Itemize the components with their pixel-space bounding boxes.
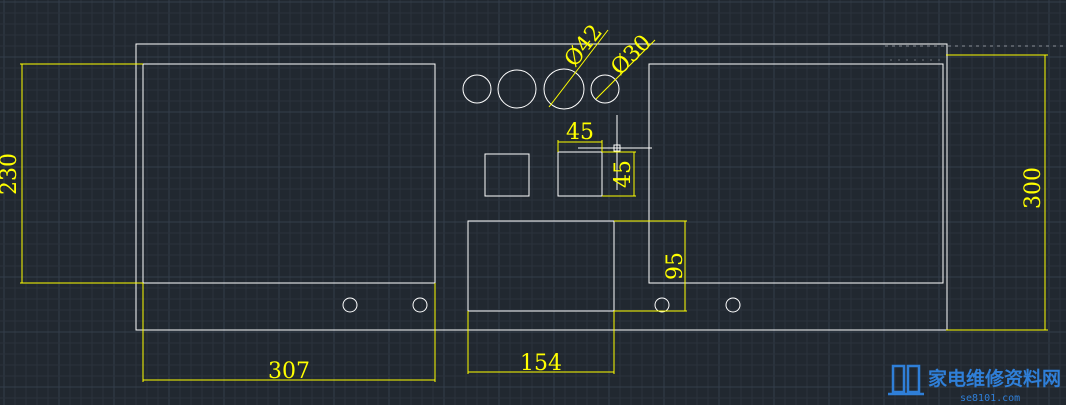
hole-circle-4	[590, 74, 620, 104]
watermark-logo-icon	[888, 364, 924, 396]
dim-text-45-horizontal: 45	[566, 120, 594, 145]
mount-hole-3	[654, 297, 670, 313]
dim-text-300: 300	[1021, 167, 1046, 209]
watermark-title: 家电维修资料网	[928, 367, 1061, 390]
diameter-leader-small	[595, 39, 656, 100]
cursor-pickbox	[613, 144, 621, 152]
mount-hole-2	[412, 297, 428, 313]
small-square-right	[557, 151, 603, 197]
dimension-text-group: 230 300 307 154 95 45 45 Ø42 Ø30	[0, 20, 1046, 384]
bottom-center-box	[467, 220, 615, 312]
left-panel-outline	[142, 63, 436, 284]
watermark-url: se8101.com	[960, 393, 1020, 404]
mount-hole-4	[725, 297, 741, 313]
hole-circle-3	[543, 68, 585, 110]
dim-text-230: 230	[0, 153, 22, 195]
hole-circle-2	[497, 69, 537, 109]
dim-text-154: 154	[520, 351, 562, 376]
mount-hole-1	[342, 297, 358, 313]
dimension-lines-group	[20, 29, 1048, 382]
watermark-logo: 家电维修资料网 se8101.com	[888, 364, 1061, 404]
hole-circle-1	[462, 74, 492, 104]
part-outline-group	[135, 43, 1066, 331]
dim-text-45-vertical: 45	[611, 160, 636, 188]
dim-text-307: 307	[268, 359, 310, 384]
outer-board-outline	[135, 43, 948, 331]
small-square-left	[484, 153, 530, 197]
dim-text-95: 95	[663, 252, 688, 280]
right-panel-outline	[648, 63, 944, 284]
diameter-leader-large	[548, 29, 609, 108]
